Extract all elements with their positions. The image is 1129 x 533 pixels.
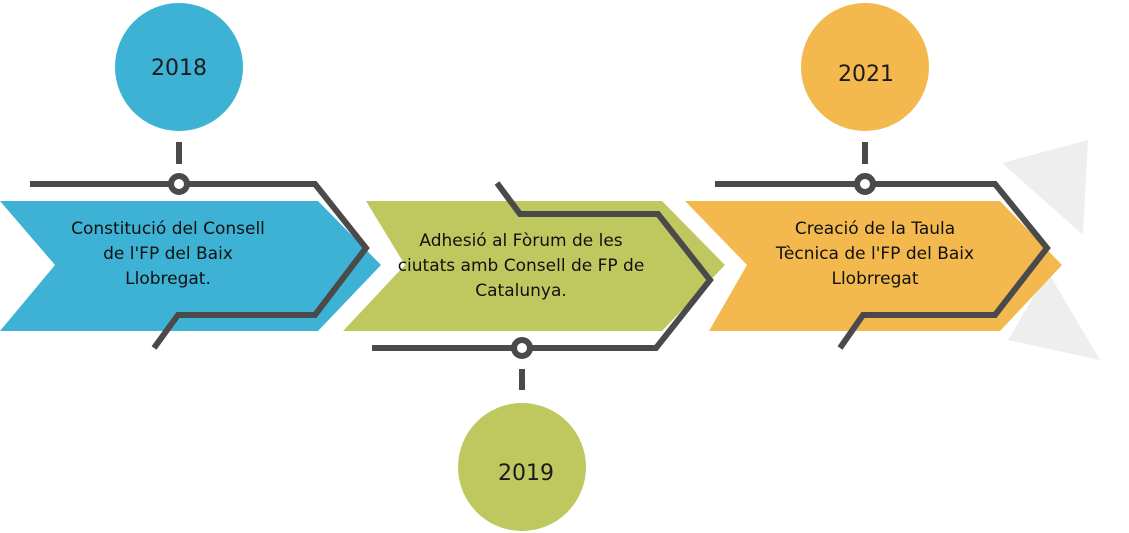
- connector-line-step-1: [30, 181, 370, 350]
- step-description-3: Creació de la Taula Tècnica de l'FP del …: [728, 217, 1022, 292]
- node-2018: [168, 173, 190, 195]
- chevron-step-3: [685, 201, 1062, 331]
- node-2021: [854, 173, 876, 195]
- step-3-line-3: Llobrregat: [831, 269, 919, 289]
- step-3-line-1: Creació de la Taula: [794, 219, 956, 239]
- step-1-line-2: de l'FP del Baix: [103, 244, 233, 264]
- year-label-2018: 2018: [151, 56, 207, 81]
- decorative-triangle-bottom: [1008, 272, 1100, 360]
- step-2-line-2: ciutats amb Consell de FP de: [397, 256, 645, 276]
- decorative-triangle-top: [1002, 140, 1088, 235]
- connector-line-step-2: [372, 181, 714, 351]
- step-2-line-1: Adhesió al Fòrum de les: [419, 231, 623, 251]
- node-2019: [511, 337, 533, 359]
- year-label-2019: 2019: [498, 461, 554, 486]
- step-description-2: Adhesió al Fòrum de les ciutats amb Cons…: [362, 229, 680, 304]
- year-circle-2019: [458, 403, 586, 531]
- connector-line-step-3: [715, 181, 1051, 350]
- chevron-step-2: [343, 201, 725, 331]
- chevron-step-1: [0, 201, 381, 331]
- step-1-line-3: Llobregat.: [125, 269, 211, 289]
- year-circle-2021: [801, 3, 929, 131]
- year-label-2021: 2021: [838, 62, 894, 87]
- year-circle-2018: [115, 3, 243, 131]
- step-1-line-1: Constitució del Consell: [71, 219, 265, 239]
- step-2-line-3: Catalunya.: [475, 281, 567, 301]
- step-description-1: Constitució del Consell de l'FP del Baix…: [28, 217, 308, 292]
- step-3-line-2: Tècnica de l'FP del Baix: [775, 244, 975, 264]
